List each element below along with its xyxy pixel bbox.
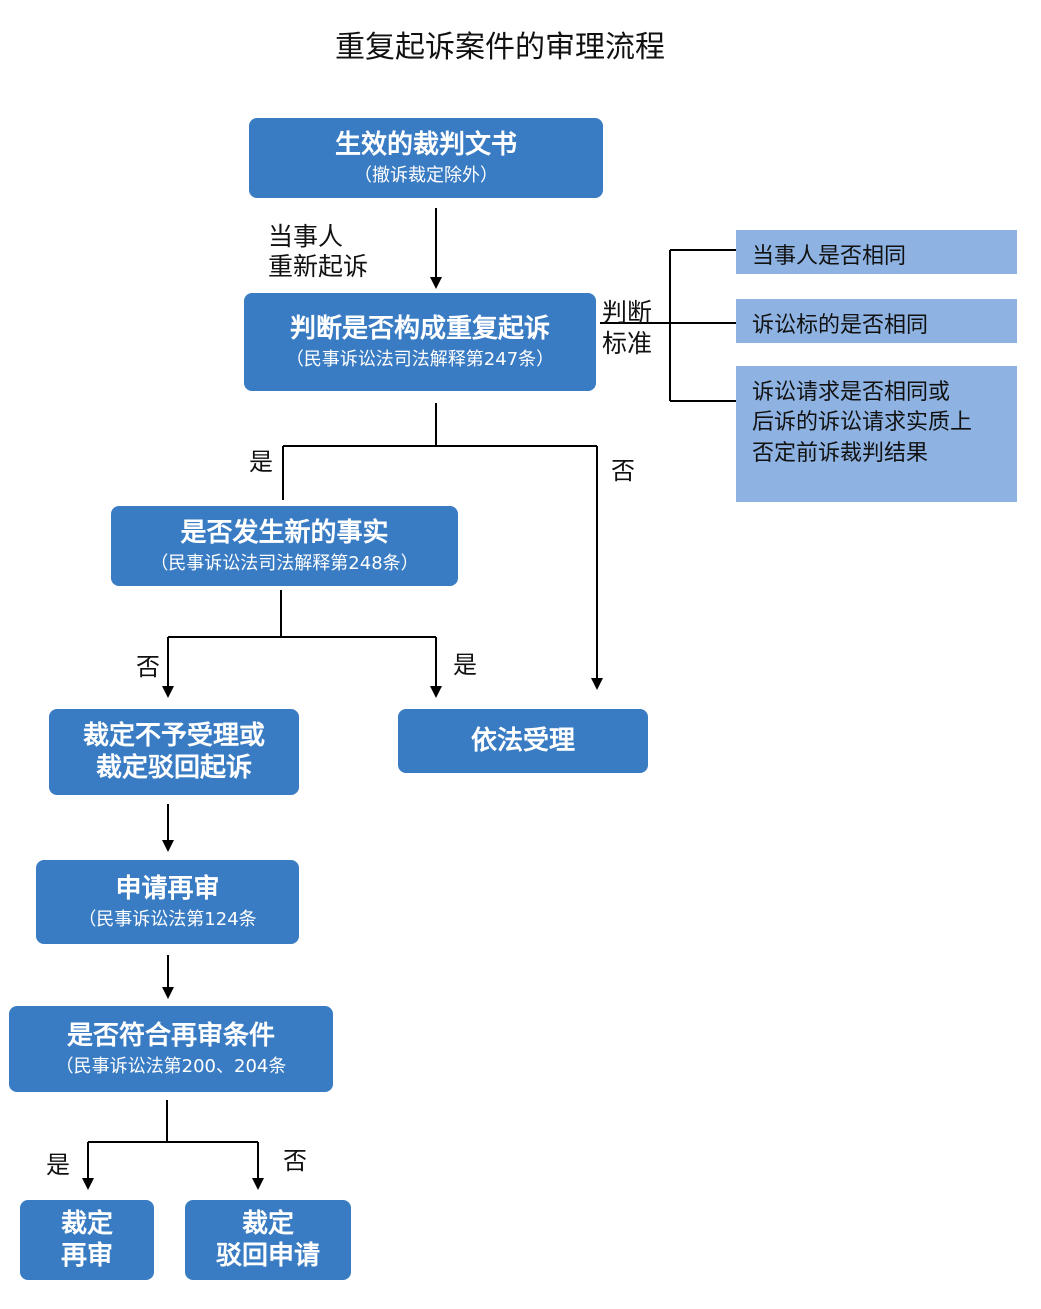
box-accept-main: 依法受理	[470, 725, 575, 756]
label-criteria-line1: 判断	[602, 298, 653, 327]
criteria-subject: 诉讼标的是否相同	[736, 299, 1017, 343]
box-condition-sub: （民事诉讼法第200、204条	[55, 1056, 287, 1077]
box-retrial-main: 申请再审	[115, 873, 220, 904]
box-effective-judgment: 生效的裁判文书 （撤诉裁定除外）	[249, 118, 603, 198]
box-new-fact: 是否发生新的事实 （民事诉讼法司法解释第248条）	[111, 506, 458, 586]
page-title: 重复起诉案件的审理流程	[335, 30, 665, 65]
box-reject-line2: 裁定驳回起诉	[95, 753, 252, 783]
box-retrial-sub: （民事诉讼法第124条	[78, 909, 257, 930]
criteria-claim-line1: 诉讼请求是否相同或	[752, 380, 951, 405]
criteria-claim: 诉讼请求是否相同或 后诉的诉讼请求实质上 否定前诉裁判结果	[736, 366, 1017, 502]
label-no-condition: 否	[283, 1147, 307, 1175]
box-retrial: 申请再审 （民事诉讼法第124条	[36, 860, 299, 944]
box-grant-line2: 再审	[60, 1241, 113, 1271]
criteria-claim-line3: 否定前诉裁判结果	[752, 440, 929, 466]
criteria-party: 当事人是否相同	[736, 230, 1017, 274]
label-no-newfact: 否	[136, 653, 160, 681]
criteria-subject-text: 诉讼标的是否相同	[752, 313, 929, 338]
box-judge-duplicate: 判断是否构成重复起诉 （民事诉讼法司法解释第247条）	[244, 293, 596, 391]
box-deny-line1: 裁定	[241, 1208, 294, 1239]
box-reject: 裁定不予受理或 裁定驳回起诉	[49, 709, 299, 795]
label-yes-condition: 是	[46, 1151, 70, 1179]
criteria-claim-line2: 后诉的诉讼请求实质上	[752, 410, 973, 436]
criteria-party-text: 当事人是否相同	[752, 244, 907, 269]
label-party-line1: 当事人	[268, 222, 344, 251]
label-criteria: 判断 标准	[602, 297, 652, 360]
box-newfact-sub: （民事诉讼法司法解释第248条）	[150, 553, 419, 574]
label-yes-newfact: 是	[453, 651, 477, 679]
label-no-judge: 否	[611, 457, 635, 485]
box-deny-line2: 驳回申请	[215, 1241, 320, 1271]
box-newfact-main: 是否发生新的事实	[180, 517, 389, 548]
label-party-refile: 当事人 重新起诉	[268, 222, 368, 282]
box-judge-main: 判断是否构成重复起诉	[289, 313, 550, 344]
label-yes-judge: 是	[249, 448, 273, 476]
box-condition-main: 是否符合再审条件	[66, 1020, 275, 1051]
box-accept: 依法受理	[398, 709, 648, 773]
box-effective-sub: （撤诉裁定除外）	[354, 165, 498, 186]
box-deny-application: 裁定 驳回申请	[185, 1200, 351, 1280]
box-grant-retrial: 裁定 再审	[20, 1200, 154, 1280]
label-criteria-line2: 标准	[602, 329, 653, 359]
box-retrial-condition: 是否符合再审条件 （民事诉讼法第200、204条	[9, 1006, 333, 1092]
box-reject-line1: 裁定不予受理或	[82, 720, 265, 751]
box-judge-sub: （民事诉讼法司法解释第247条）	[285, 349, 555, 370]
label-party-line2: 重新起诉	[268, 252, 369, 281]
box-grant-line1: 裁定	[60, 1208, 113, 1239]
box-effective-main: 生效的裁判文书	[334, 129, 517, 160]
